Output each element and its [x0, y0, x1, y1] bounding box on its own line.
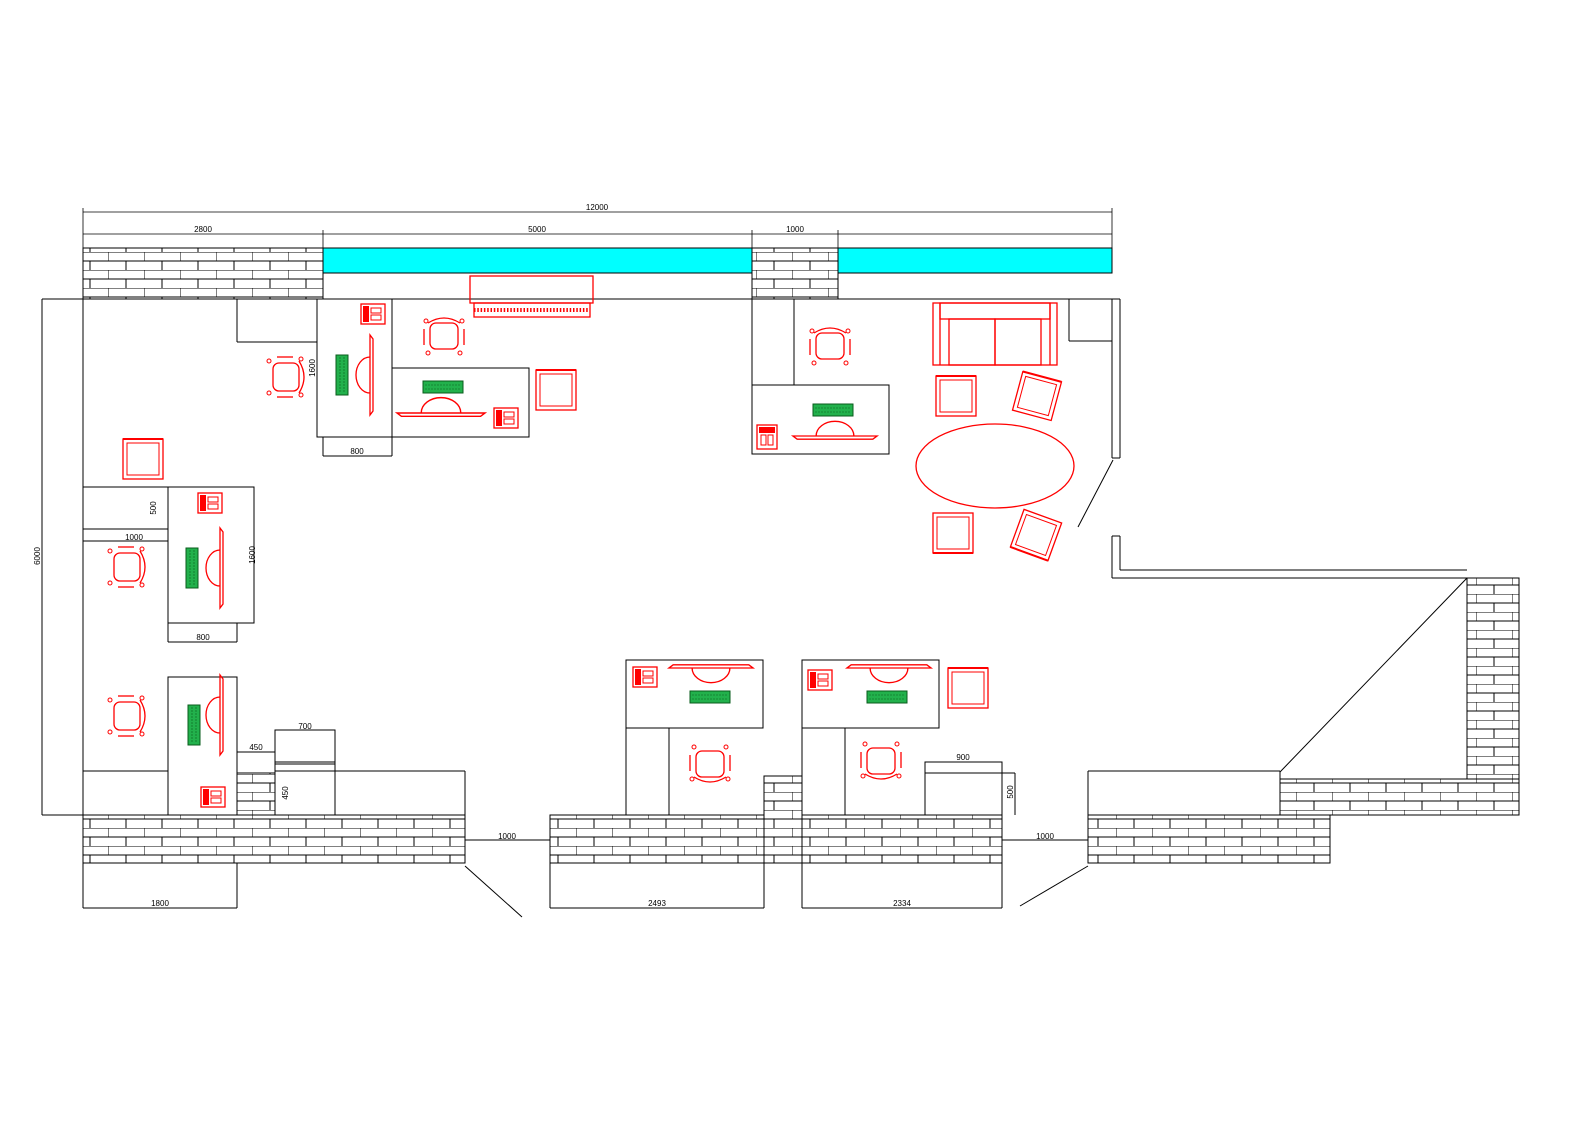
monitor-icon-3 [792, 420, 878, 440]
lounge-chair-4 [1009, 508, 1063, 562]
dim-top-window: 5000 [528, 225, 546, 234]
dim-bottom-wall-3: 2334 [893, 899, 911, 908]
dim-desk-top-depth: 800 [350, 447, 364, 456]
lounge-chair-1 [935, 375, 977, 417]
armchair-icon-1 [535, 369, 577, 411]
keyboard-icon-1 [335, 354, 349, 396]
keyboard-icon-7 [866, 690, 908, 704]
top-left-workstation [236, 298, 530, 457]
piano-icon [469, 275, 594, 318]
keyboard-icon-3 [812, 403, 854, 417]
dim-desk-top-length: 1600 [308, 359, 317, 377]
left-outline [41, 298, 84, 816]
dim-cabinet-depth-2: 450 [281, 786, 290, 800]
door-2 [1002, 839, 1089, 907]
dim-top-left-wall: 2800 [194, 225, 212, 234]
bottom-wall-4 [1087, 814, 1331, 864]
bottom-pillar [763, 775, 803, 864]
top-middle-workstation [751, 299, 890, 455]
phone-icon-1 [360, 303, 386, 325]
chair-icon-1 [423, 317, 465, 356]
top-left-wall [82, 247, 324, 300]
right-pillar-wall [1466, 577, 1520, 780]
dim-door-1: 1000 [498, 832, 516, 841]
phone-icon-5 [200, 786, 226, 808]
monitor-icon-4 [205, 527, 224, 609]
monitor-icon-1 [355, 334, 374, 416]
dim-total-width: 12000 [586, 203, 609, 212]
dim-bottom-wall-1: 1800 [151, 899, 169, 908]
monitor-icon-2 [396, 396, 486, 418]
top-window [322, 247, 753, 274]
dim-top-pillar: 1000 [786, 225, 804, 234]
bottom-left-brick-block [236, 772, 276, 816]
chair-icon-7 [860, 741, 902, 780]
top-window-right [837, 247, 1113, 274]
dim-side-panel: 500 [149, 501, 158, 515]
monitor-icon-6 [668, 664, 754, 684]
dim-side-panel-width: 1000 [125, 533, 143, 542]
dim-cabinet-right-depth: 500 [1006, 785, 1015, 799]
keyboard-icon-2 [422, 380, 464, 394]
top-dimensions [82, 208, 1113, 248]
dim-cabinet-right-width: 900 [956, 753, 970, 762]
armchair-icon-2 [122, 438, 164, 480]
top-pillar [751, 247, 839, 300]
phone-icon-3 [756, 424, 778, 450]
dim-left-height: 6000 [33, 547, 42, 565]
interior-wall-lines [82, 770, 1281, 909]
right-step-wall [1279, 778, 1520, 816]
dim-bottom-wall-2: 2493 [648, 899, 666, 908]
bottom-wall-3 [801, 814, 1003, 864]
chair-icon-5 [107, 695, 146, 737]
chair-icon-3 [809, 327, 851, 366]
keyboard-icon-5 [187, 704, 201, 746]
left-cabinet [236, 729, 336, 816]
bottom-wall-1 [82, 814, 466, 864]
lounge-chair-3 [932, 512, 974, 554]
left-middle-desk [167, 486, 255, 643]
bottom-right-desk [801, 659, 1016, 816]
dim-door-2: 1000 [1036, 832, 1054, 841]
dim-desk-left-length: 1600 [248, 546, 257, 564]
dim-cabinet-depth: 450 [249, 743, 263, 752]
left-bottom-desk [167, 676, 238, 816]
sofa-icon [932, 302, 1058, 366]
chair-icon-2 [266, 356, 305, 398]
monitor-icon-5 [205, 674, 224, 756]
right-wall-lines [1068, 299, 1468, 773]
chair-icon-6 [689, 744, 731, 783]
lounge-chair-2 [1011, 370, 1063, 422]
chair-icon-4 [107, 546, 146, 588]
phone-icon-6 [632, 666, 658, 688]
dim-cabinet-width: 700 [298, 722, 312, 731]
door-1 [464, 839, 550, 918]
monitor-icon-7 [846, 664, 932, 684]
bottom-middle-desk [625, 659, 764, 815]
keyboard-icon-6 [689, 690, 731, 704]
bottom-wall-2 [549, 814, 765, 864]
phone-icon-7 [807, 669, 833, 691]
phone-icon-4 [197, 492, 223, 514]
dim-desk-left-depth: 800 [196, 633, 210, 642]
armchair-icon-3 [947, 667, 989, 709]
keyboard-icon-4 [185, 547, 199, 589]
oval-table-icon [915, 423, 1075, 509]
phone-icon-2 [493, 407, 519, 429]
